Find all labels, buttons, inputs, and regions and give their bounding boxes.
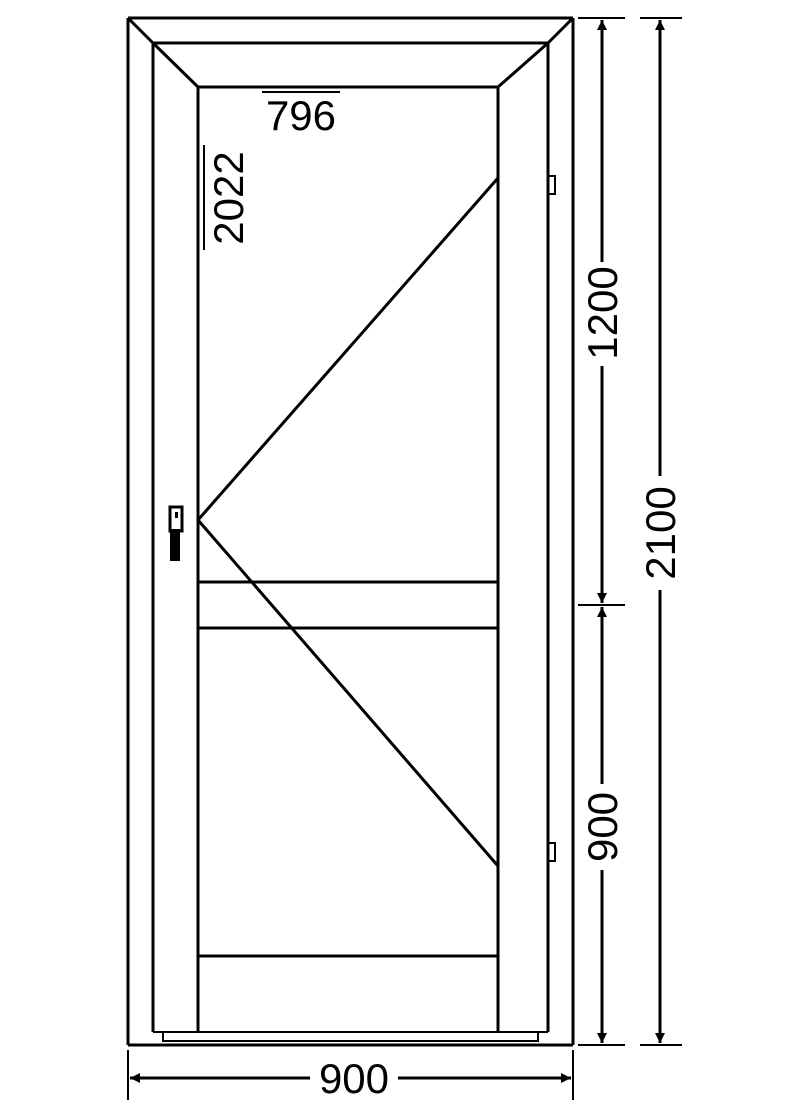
segment-height-dimensions: 1200 900 xyxy=(578,17,626,1046)
total-height-dimension: 2100 xyxy=(637,17,684,1046)
frame-miter-lines xyxy=(126,16,575,89)
glass-height-dimension: 2022 xyxy=(203,145,252,250)
outer-frame xyxy=(126,16,575,1047)
inner-frame xyxy=(151,41,550,1033)
hinge-icons xyxy=(547,175,556,862)
upper-section-height-label: 1200 xyxy=(579,266,626,359)
hinge-top-icon xyxy=(547,175,556,195)
total-height-label: 2100 xyxy=(637,486,684,579)
opening-direction-lines xyxy=(196,177,500,867)
total-width-dimension: 900 xyxy=(127,1050,574,1102)
transom-bars xyxy=(198,580,498,958)
glazing-area xyxy=(196,85,500,1032)
total-width-label: 900 xyxy=(319,1055,389,1100)
lower-section-height-label: 900 xyxy=(579,792,626,862)
hinge-bottom-icon xyxy=(547,842,556,862)
glass-height-label: 2022 xyxy=(205,151,252,244)
glass-width-dimension: 796 xyxy=(262,91,340,139)
threshold xyxy=(162,1031,539,1042)
glass-width-label: 796 xyxy=(266,92,336,139)
door-handle-icon xyxy=(168,505,184,561)
